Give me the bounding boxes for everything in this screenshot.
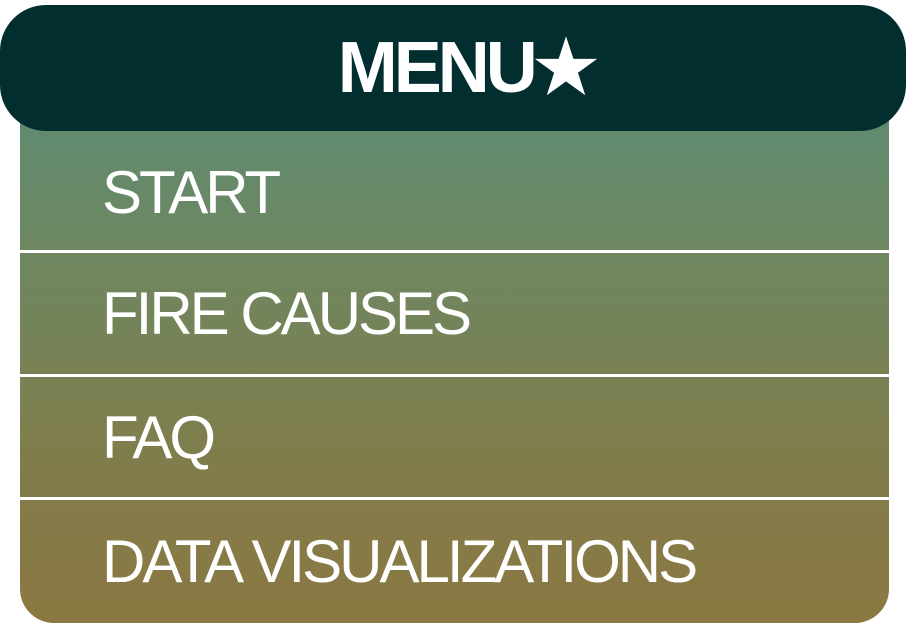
menu-item-data-visualizations[interactable]: DATA VISUALIZATIONS (20, 501, 889, 623)
menu-item-label: DATA VISUALIZATIONS (102, 528, 698, 595)
menu-item-faq[interactable]: FAQ (20, 377, 889, 499)
menu-list: START FIRE CAUSES FAQ DATA VISUALIZATION… (20, 60, 889, 623)
menu-divider (20, 497, 889, 500)
menu-title: MENU★ (337, 28, 599, 108)
menu-divider (20, 374, 889, 377)
menu-item-label: FIRE CAUSES (102, 279, 472, 347)
menu-panel: START FIRE CAUSES FAQ DATA VISUALIZATION… (20, 60, 889, 623)
menu-item-fire-causes[interactable]: FIRE CAUSES (20, 252, 889, 375)
menu-item-start[interactable]: START (20, 135, 889, 250)
menu-item-label: FAQ (102, 404, 216, 471)
menu-header: MENU★ (0, 5, 906, 131)
menu-divider (20, 250, 889, 253)
menu-item-label: START (102, 158, 281, 226)
